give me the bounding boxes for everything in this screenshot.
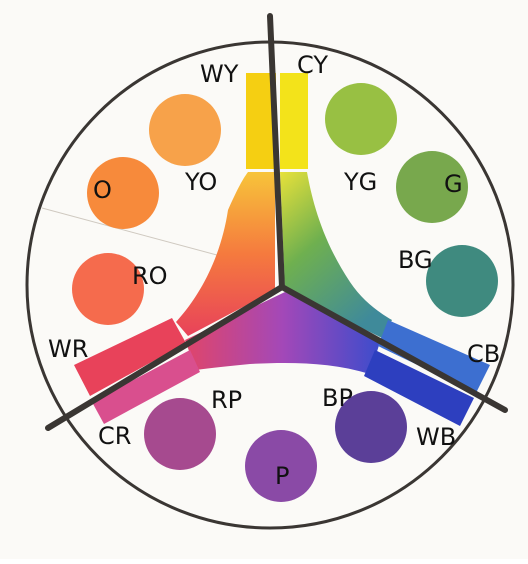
label-cy: CY (297, 51, 328, 79)
swatch-blue-green (426, 245, 498, 317)
label-cb: CB (467, 340, 500, 368)
label-o: O (93, 176, 112, 204)
swatch-cool-yellow (280, 73, 308, 169)
label-p: P (275, 462, 289, 490)
label-bg: BG (398, 246, 433, 274)
label-wb: WB (416, 423, 456, 451)
label-yo: YO (184, 168, 217, 196)
label-wr: WR (48, 335, 88, 363)
label-wy: WY (200, 60, 239, 88)
label-bp: BP (322, 384, 353, 412)
swatch-red-purple (144, 398, 216, 470)
swatch-yellow-green (325, 83, 397, 155)
label-cr: CR (98, 422, 131, 450)
swatch-yellow-orange (149, 94, 221, 166)
label-ro: RO (132, 262, 168, 290)
label-yg: YG (343, 168, 377, 196)
label-rp: RP (211, 386, 242, 414)
label-g: G (444, 170, 463, 198)
